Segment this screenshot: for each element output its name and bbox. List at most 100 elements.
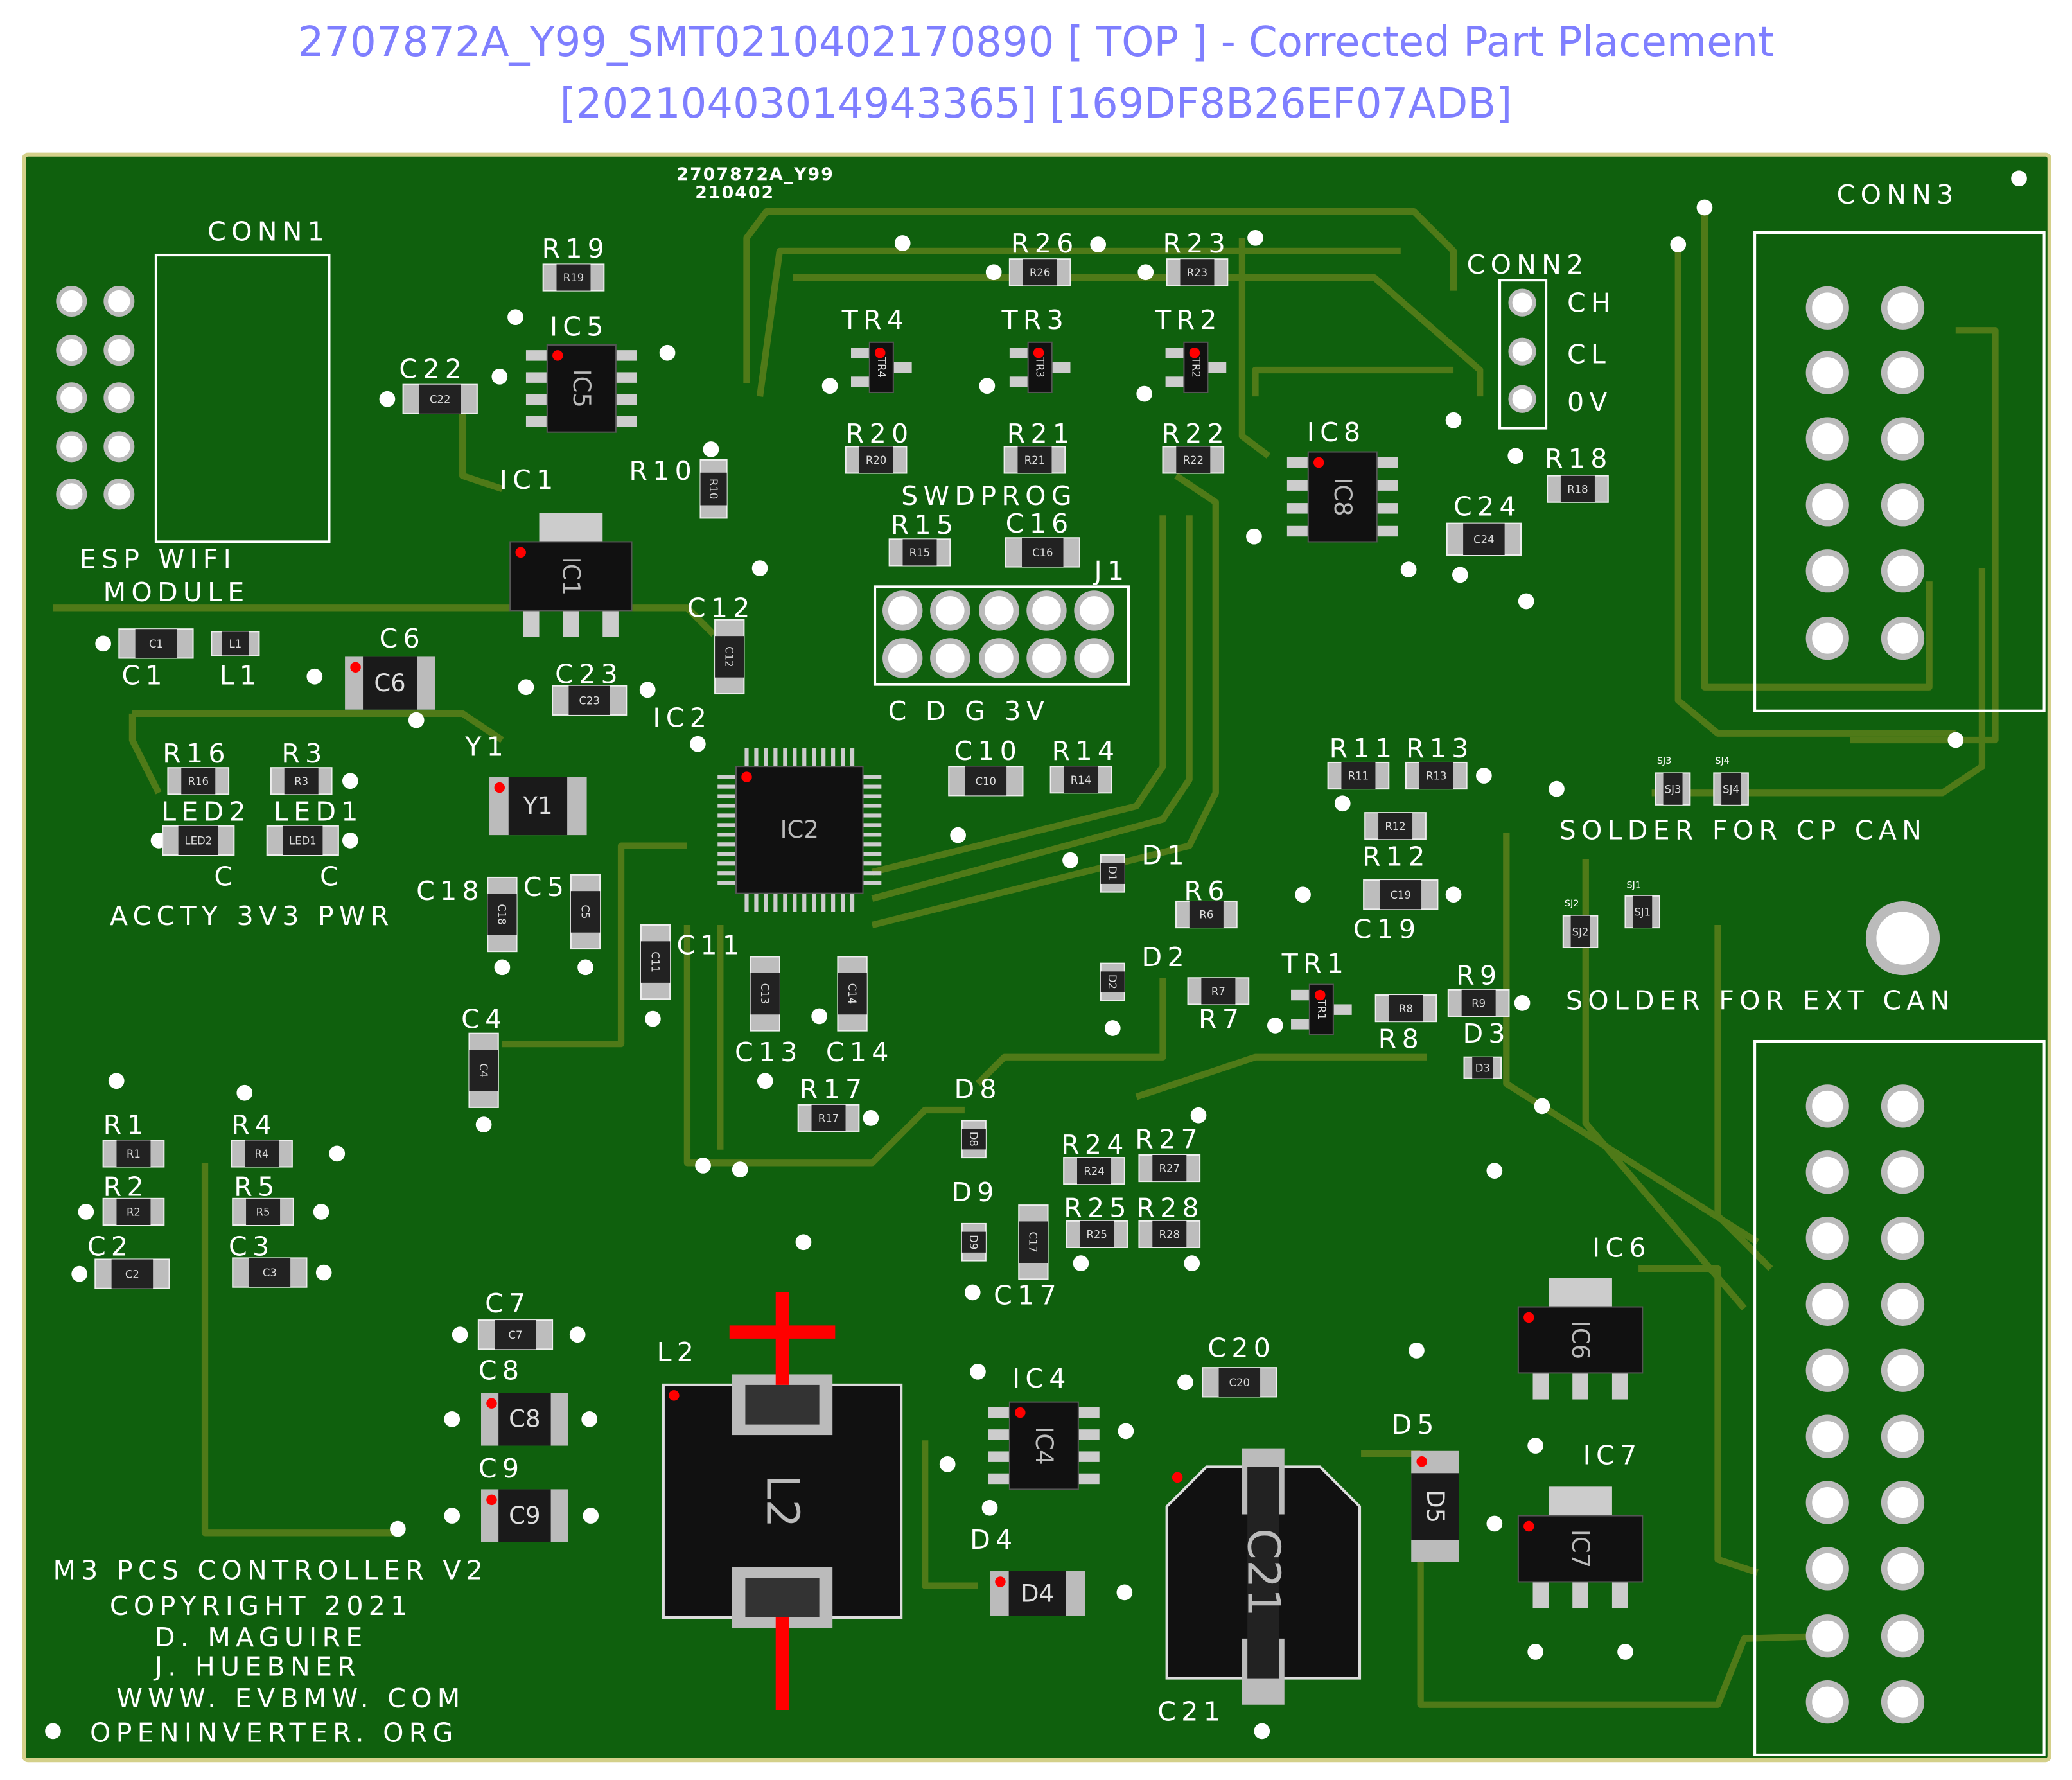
component-r17[interactable]: R17 <box>797 1104 860 1132</box>
component-c10[interactable]: C10 <box>948 766 1024 797</box>
component-c6[interactable]: C6 <box>345 656 435 710</box>
component-c22[interactable]: C22 <box>402 383 478 414</box>
component-c23[interactable]: C23 <box>552 685 628 716</box>
component-ic2[interactable]: IC2 <box>717 748 882 912</box>
part-marking: D5 <box>1421 1490 1449 1523</box>
component-c14[interactable]: C14 <box>837 956 868 1032</box>
component-c9[interactable]: C9 <box>480 1489 568 1542</box>
component-r3[interactable]: R3 <box>270 767 333 795</box>
component-ic6[interactable]: IC6 <box>1517 1278 1644 1400</box>
component-r2[interactable]: R2 <box>102 1197 165 1226</box>
component-ic5[interactable]: IC5 <box>525 344 637 433</box>
component-sj4[interactable]: SJ4 <box>1713 772 1749 806</box>
component-l1[interactable]: L1 <box>211 631 260 656</box>
component-tr3[interactable]: TR3 <box>1009 341 1071 394</box>
component-l2[interactable]: L2 <box>662 1292 903 1710</box>
component-r16[interactable]: R16 <box>167 767 230 795</box>
component-ic4[interactable]: IC4 <box>988 1401 1100 1490</box>
component-c19[interactable]: C19 <box>1363 879 1439 910</box>
component-r21[interactable]: R21 <box>1003 446 1066 474</box>
component-r18[interactable]: R18 <box>1547 475 1609 503</box>
component-r13[interactable]: R13 <box>1405 761 1468 790</box>
component-sj1[interactable]: SJ1 <box>1624 895 1661 929</box>
component-r19[interactable]: R19 <box>542 263 605 292</box>
component-tr2[interactable]: TR2 <box>1165 341 1227 394</box>
component-r5[interactable]: R5 <box>232 1197 294 1226</box>
component-c8[interactable]: C8 <box>480 1393 568 1446</box>
part-marking: C6 <box>374 669 405 697</box>
silk-label-r16: R16 <box>162 738 231 769</box>
component-c3[interactable]: C3 <box>232 1257 308 1288</box>
component-r7[interactable]: R7 <box>1187 977 1250 1005</box>
component-c20[interactable]: C20 <box>1202 1367 1277 1398</box>
j1-outline <box>873 585 1130 686</box>
component-r14[interactable]: R14 <box>1049 766 1112 794</box>
component-r24[interactable]: R24 <box>1063 1157 1125 1185</box>
component-c12[interactable]: C12 <box>714 619 745 695</box>
part-marking: L2 <box>757 1474 809 1528</box>
component-r25[interactable]: R25 <box>1066 1220 1128 1248</box>
trace <box>922 1440 978 1589</box>
component-tr1[interactable]: TR1 <box>1291 983 1352 1035</box>
component-c7[interactable]: C7 <box>477 1319 554 1350</box>
component-r22[interactable]: R22 <box>1162 446 1225 474</box>
component-d9[interactable]: D9 <box>961 1222 987 1262</box>
trace <box>201 1163 397 1537</box>
component-r23[interactable]: R23 <box>1166 258 1229 286</box>
component-r10[interactable]: R10 <box>699 459 728 519</box>
via <box>1617 1644 1633 1660</box>
conn3-pin <box>1881 286 1925 330</box>
component-c21[interactable]: C21 <box>1165 1448 1362 1705</box>
silk-label-r9: R9 <box>1456 960 1502 991</box>
component-d4[interactable]: D4 <box>989 1571 1085 1616</box>
component-r20[interactable]: R20 <box>845 446 908 474</box>
component-r27[interactable]: R27 <box>1138 1154 1201 1183</box>
component-c17[interactable]: C17 <box>1018 1204 1049 1280</box>
component-r6[interactable]: R6 <box>1175 900 1238 929</box>
component-c11[interactable]: C11 <box>640 924 671 1000</box>
component-r4[interactable]: R4 <box>231 1140 293 1168</box>
component-c2[interactable]: C2 <box>94 1258 170 1289</box>
component-r9[interactable]: R9 <box>1447 989 1510 1017</box>
silk-label-r2: R2 <box>103 1172 149 1203</box>
silk-label-c-led2: C <box>214 861 238 892</box>
conn3-pin <box>1881 1216 1925 1260</box>
component-sj2[interactable]: SJ2 <box>1562 915 1599 949</box>
component-d3[interactable]: D3 <box>1463 1056 1502 1079</box>
silk-label-c23: C23 <box>555 659 623 690</box>
component-r28[interactable]: R28 <box>1138 1220 1201 1248</box>
component-d2[interactable]: D2 <box>1100 962 1125 1001</box>
component-r12[interactable]: R12 <box>1364 812 1427 840</box>
component-r11[interactable]: R11 <box>1327 761 1390 790</box>
component-tr4[interactable]: TR4 <box>850 341 912 394</box>
component-sj3[interactable]: SJ3 <box>1655 772 1691 806</box>
component-d5[interactable]: D5 <box>1411 1450 1459 1562</box>
component-d1[interactable]: D1 <box>1100 854 1125 893</box>
component-ic7[interactable]: IC7 <box>1517 1486 1644 1608</box>
component-c5[interactable]: C5 <box>570 874 601 950</box>
component-c16[interactable]: C16 <box>1005 537 1080 568</box>
via <box>1177 1374 1193 1391</box>
part-marking: C19 <box>1391 889 1411 901</box>
component-c24[interactable]: C24 <box>1446 522 1522 556</box>
silk-label-l2: L2 <box>657 1337 699 1368</box>
component-ic1[interactable]: IC1 <box>509 513 633 637</box>
component-c18[interactable]: C18 <box>487 876 518 953</box>
component-ic8[interactable]: IC8 <box>1286 451 1398 543</box>
silk-label-led2: LED2 <box>161 796 251 827</box>
conn1-pin <box>56 335 87 366</box>
component-r1[interactable]: R1 <box>102 1140 165 1168</box>
silk-label-r17: R17 <box>800 1074 868 1105</box>
component-c1[interactable]: C1 <box>118 628 194 659</box>
component-r8[interactable]: R8 <box>1374 994 1437 1023</box>
conn1-pin <box>103 431 135 463</box>
component-r26[interactable]: R26 <box>1008 258 1071 286</box>
silk-label-module: MODULE <box>103 577 250 608</box>
component-led2[interactable]: LED2 <box>162 825 235 856</box>
component-d8[interactable]: D8 <box>961 1120 987 1159</box>
component-c4[interactable]: C4 <box>468 1032 499 1108</box>
component-led1[interactable]: LED1 <box>266 825 339 856</box>
component-y1[interactable]: Y1 <box>489 777 587 836</box>
component-r15[interactable]: R15 <box>888 538 951 567</box>
component-c13[interactable]: C13 <box>750 956 780 1032</box>
